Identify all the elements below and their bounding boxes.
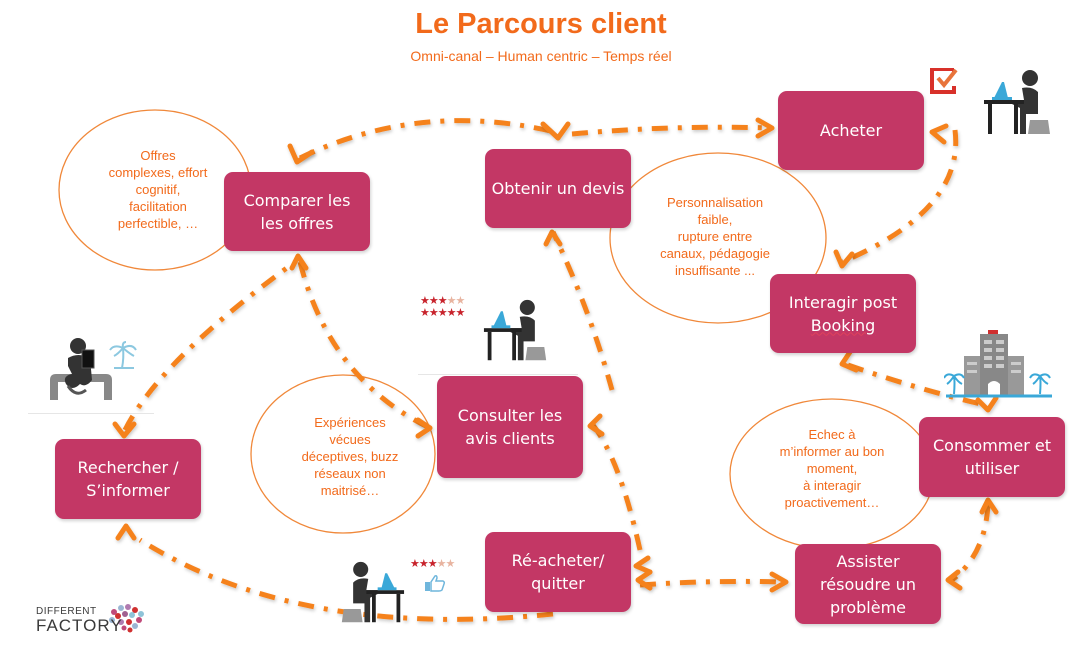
star-rating-icon: ★★★★★ [420, 307, 466, 319]
step-rebuy[interactable]: Ré-acheter/ quitter [485, 532, 631, 612]
star-empty: ★ [446, 295, 457, 307]
arrowhead [587, 413, 605, 437]
palm-tree-icon [109, 341, 137, 369]
star-filled: ★ [420, 295, 430, 307]
connector-consume-assist [950, 504, 991, 582]
step-compare-offers[interactable]: Comparer les les offres [224, 172, 370, 251]
logo-line1: DIFFERENT [36, 606, 97, 617]
person-at-laptop-icon [341, 561, 405, 623]
pain-bubble-reviews [250, 374, 436, 534]
arrowhead [112, 421, 137, 439]
thumbs-up-icon [425, 575, 446, 592]
connector-postbooking-consume [847, 362, 986, 408]
connector-compare-quote [298, 118, 556, 161]
arrowhead [833, 249, 855, 269]
company-logo: DIFFERENT FACTORY [36, 606, 123, 635]
star-empty: ★ [445, 558, 456, 570]
divider-line [28, 413, 154, 414]
logo-mark-icon [109, 604, 144, 633]
star-filled: ★ [410, 558, 420, 570]
arrowhead [769, 571, 789, 593]
step-label: Rechercher / S’informer [77, 458, 179, 500]
arrowhead [929, 123, 949, 145]
step-label: Comparer les les offres [243, 190, 351, 233]
step-label: Assister résoudre un problème [820, 551, 916, 617]
star-rating-reviews: ★★★★★ ★★★★★ [420, 295, 466, 319]
page-title: Le Parcours client [415, 8, 667, 40]
step-label: Consommer et utiliser [932, 436, 1052, 478]
star-filled: ★ [437, 295, 448, 307]
step-label-line2: Booking [810, 315, 876, 335]
step-buy[interactable]: Acheter [778, 91, 924, 170]
star-rating-icon: ★★★★★ [410, 557, 456, 570]
step-read-reviews[interactable]: Consulter les avis clients [437, 376, 583, 478]
pain-point-compare: Offres complexes, effort cognitif, facil… [108, 148, 208, 231]
step-post-booking[interactable]: Interagir post Booking [770, 274, 916, 353]
connector-rebuy-research [138, 537, 554, 622]
star-empty: ★ [455, 295, 466, 307]
logo-line2: FACTORY [36, 616, 123, 635]
person-at-laptop-icon [984, 70, 1050, 134]
step-label: Consulter les avis clients [457, 406, 563, 448]
arrowhead [289, 253, 309, 271]
step-label: Interagir post Booking [783, 291, 903, 337]
arrowhead [945, 569, 963, 591]
pain-point-consume: Echec à m’informer au bon moment, à inte… [779, 427, 885, 510]
arrowhead [839, 349, 859, 373]
arrowhead [415, 417, 433, 439]
person-reading-tablet-icon [50, 338, 112, 400]
step-get-quote[interactable]: Obtenir un devis [485, 149, 631, 228]
star-filled: ★ [428, 307, 439, 319]
connector-research-compare [122, 259, 297, 432]
connector-reviews-quote [550, 230, 615, 391]
pain-point-quote: Personnalisation faible, rupture entre c… [660, 195, 770, 278]
star-filled: ★ [446, 307, 457, 319]
connector-assist-rebuy [639, 578, 783, 588]
step-consume[interactable]: Consommer et utiliser [919, 417, 1065, 497]
star-empty: ★ [436, 558, 447, 570]
star-filled: ★ [427, 558, 438, 570]
star-filled: ★ [428, 295, 439, 307]
step-label: Acheter [819, 121, 883, 140]
arrowhead [635, 569, 653, 591]
checkbox-icon [930, 68, 958, 94]
arrowhead [633, 555, 653, 575]
page-subtitle: Omni-canal – Human centric – Temps réel [410, 48, 672, 64]
arrowhead [975, 395, 999, 413]
connector-compare-reviews [297, 261, 432, 431]
star-filled: ★ [437, 307, 448, 319]
arrowhead [755, 117, 775, 139]
step-label: Ré-acheter/ quitter [511, 551, 605, 593]
arrowhead [543, 229, 563, 247]
hotel-building-icon [944, 330, 1052, 398]
star-rating-icon: ★★★★★ [420, 295, 466, 307]
pain-point-reviews: Expériences vécues déceptives, buzz rése… [301, 415, 399, 498]
pain-bubble-quote [609, 152, 827, 324]
arrowhead [979, 497, 999, 515]
star-filled: ★ [418, 558, 429, 570]
step-research[interactable]: Rechercher / S’informer [55, 439, 201, 519]
arrowhead [540, 121, 571, 141]
step-label-line1: Interagir post [788, 292, 898, 312]
person-at-laptop-icon [483, 299, 547, 361]
star-filled: ★ [420, 307, 430, 319]
arrowhead [287, 143, 315, 165]
arrowhead [115, 523, 137, 541]
divider-line [418, 374, 578, 375]
connector-quote-buy [571, 124, 771, 137]
star-filled: ★ [455, 307, 466, 319]
step-assist[interactable]: Assister résoudre un problème [795, 544, 941, 624]
step-label: Obtenir un devis [491, 179, 625, 198]
